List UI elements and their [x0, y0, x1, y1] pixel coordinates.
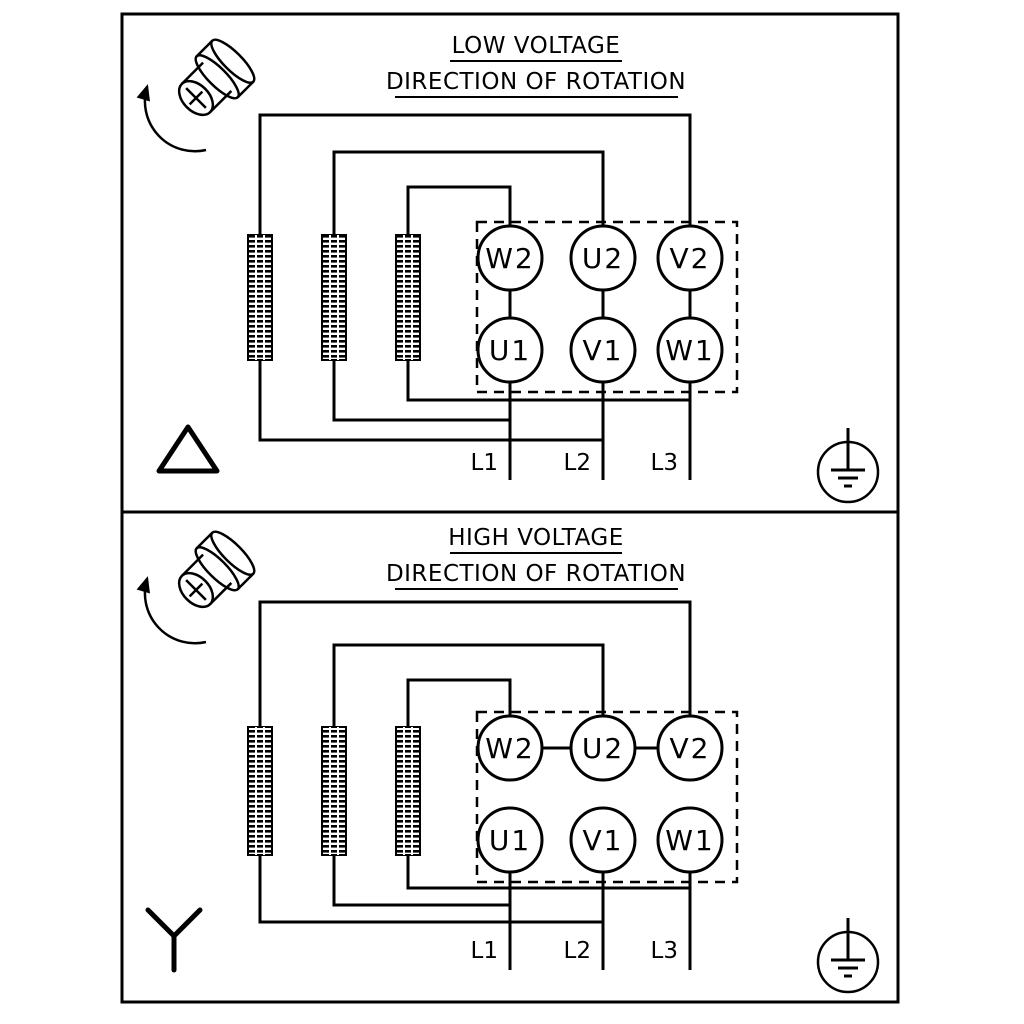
- winding-coil: [395, 234, 421, 361]
- winding-coils: [247, 726, 421, 856]
- winding-coil: [247, 726, 273, 856]
- panel-title: LOW VOLTAGE: [452, 33, 621, 59]
- winding-coil: [321, 234, 347, 361]
- terminal-label: W2: [485, 242, 535, 275]
- delta-links: [508, 290, 692, 318]
- star-connection-icon: [145, 907, 203, 973]
- panel-subtitle: DIRECTION OF ROTATION: [386, 69, 686, 95]
- wire-coil3-to-W1: [406, 855, 690, 890]
- terminal-label: U1: [489, 824, 531, 857]
- rotating-shaft-icon: [136, 38, 256, 153]
- wire-coil1-to-V1: [258, 360, 603, 442]
- winding-wires: [258, 600, 692, 970]
- terminal-v2: V2: [656, 714, 724, 782]
- earth-ground-icon: [816, 428, 880, 504]
- terminal-label: W2: [485, 732, 535, 765]
- terminal-box: [475, 220, 739, 394]
- winding-coil: [395, 726, 421, 856]
- terminals: W2 U2 V2 U1 V1 W1: [476, 714, 724, 874]
- rotation-arrow: [136, 576, 207, 645]
- terminal-label: V1: [583, 824, 624, 857]
- terminal-label: W1: [665, 824, 715, 857]
- terminal-u1: U1: [476, 806, 544, 874]
- wire-coil2-to-U1: [332, 360, 510, 422]
- wire-coil2-to-U2: [332, 643, 605, 727]
- wire-coil2-to-U1: [332, 855, 510, 907]
- wire-coil3-to-W2: [406, 678, 512, 727]
- diagram-border: [120, 12, 900, 1004]
- terminal-v1: V1: [569, 316, 637, 384]
- wire-coil3-to-W2: [406, 185, 512, 235]
- terminal-label: W1: [665, 334, 715, 367]
- terminal-label: V1: [583, 334, 624, 367]
- wire-coil3-to-W1: [406, 360, 690, 402]
- rotating-shaft-icon: [136, 530, 256, 645]
- terminal-w2: W2: [476, 714, 544, 782]
- terminals: W2 U2 V2 U1 V1 W1: [476, 224, 724, 384]
- terminal-label: V2: [670, 242, 711, 275]
- terminal-u2: U2: [569, 224, 637, 292]
- winding-coil: [321, 726, 347, 856]
- terminal-label: U1: [489, 334, 531, 367]
- supply-line-label-l3: L3: [651, 450, 678, 476]
- panel-subtitle: DIRECTION OF ROTATION: [386, 561, 686, 587]
- wire-coil1-to-V2: [258, 113, 692, 235]
- terminal-box: [475, 710, 739, 884]
- terminal-w1: W1: [656, 316, 724, 384]
- wire-coil1-to-V2: [258, 600, 692, 727]
- supply-line-label-l2: L2: [564, 938, 591, 964]
- high-voltage-panel: HIGH VOLTAGE DIRECTION OF ROTATION: [136, 525, 880, 994]
- terminal-v1: V1: [569, 806, 637, 874]
- terminal-w2: W2: [476, 224, 544, 292]
- wire-coil2-to-U2: [332, 150, 605, 235]
- delta-connection-icon: [156, 424, 220, 474]
- earth-ground-icon: [816, 918, 880, 994]
- low-voltage-panel: LOW VOLTAGE DIRECTION OF ROTATION: [136, 33, 880, 504]
- terminal-label: V2: [670, 732, 711, 765]
- terminal-u1: U1: [476, 316, 544, 384]
- winding-wires: [258, 113, 692, 480]
- terminal-label: U2: [582, 242, 624, 275]
- wire-coil1-to-V1: [258, 855, 603, 924]
- winding-coils: [247, 234, 421, 361]
- supply-line-label-l3: L3: [651, 938, 678, 964]
- panel-title: HIGH VOLTAGE: [448, 525, 624, 551]
- supply-line-label-l2: L2: [564, 450, 591, 476]
- supply-line-label-l1: L1: [471, 938, 498, 964]
- winding-coil: [247, 234, 273, 361]
- terminal-w1: W1: [656, 806, 724, 874]
- rotation-arrow: [136, 84, 207, 153]
- terminal-v2: V2: [656, 224, 724, 292]
- terminal-u2: U2: [569, 714, 637, 782]
- supply-line-label-l1: L1: [471, 450, 498, 476]
- terminal-label: U2: [582, 732, 624, 765]
